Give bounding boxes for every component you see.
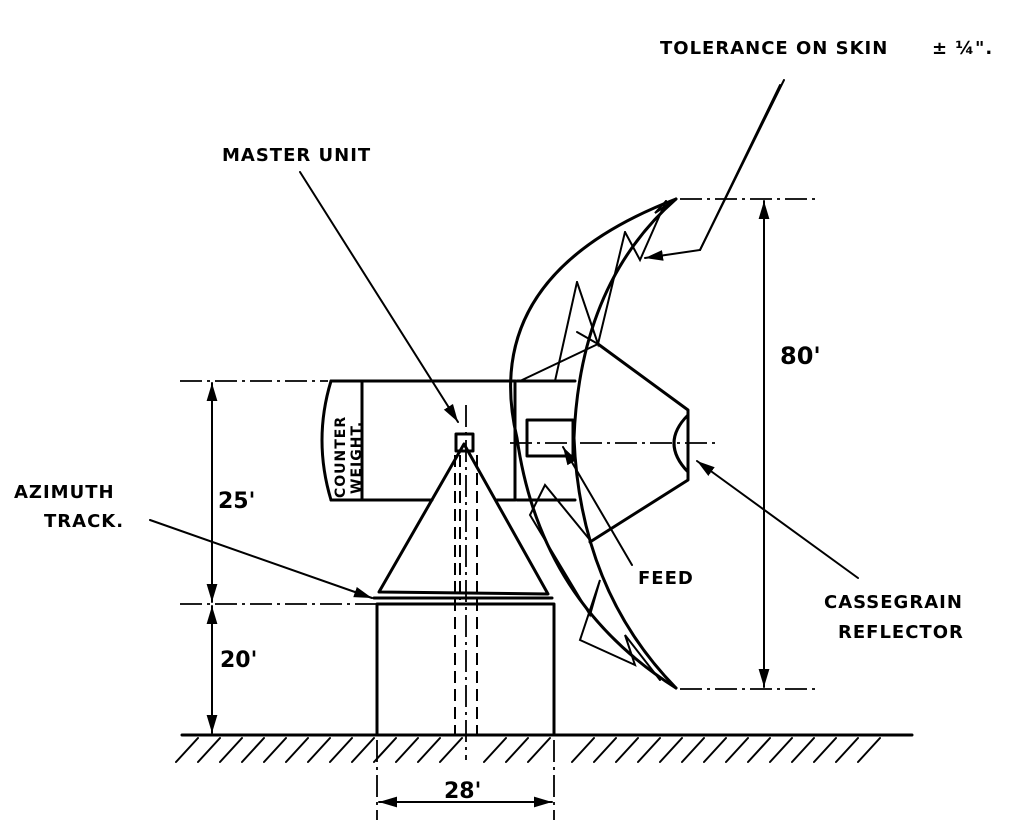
- weight-label: WEIGHT.: [349, 421, 365, 494]
- dimension-lines: [180, 198, 820, 820]
- azimuth-label-line2: TRACK.: [44, 511, 124, 532]
- central-shaft: [454, 405, 478, 760]
- cassegrain-label-line1: CASSEGRAIN: [824, 592, 963, 613]
- dish-diameter-dim: 80': [780, 342, 821, 370]
- master-unit: [454, 432, 475, 453]
- cassegrain-label-line2: REFLECTOR: [838, 622, 964, 643]
- counter-label: COUNTER: [333, 416, 349, 498]
- feed-box: [525, 418, 575, 458]
- counterweight-arm: [320, 379, 517, 502]
- tolerance-label: TOLERANCE ON SKIN: [660, 38, 888, 59]
- azimuth-label-line1: AZIMUTH: [14, 482, 115, 503]
- tolerance-value: ± ¼".: [932, 38, 993, 59]
- base-width-dim: 28': [444, 779, 481, 804]
- dish-reflector: [509, 197, 715, 690]
- feed-label: FEED: [638, 568, 694, 589]
- master-unit-label: MASTER UNIT: [222, 145, 371, 166]
- leader-lines: [149, 79, 859, 599]
- ground: [175, 733, 914, 763]
- lower-height-dim: 20': [220, 648, 257, 673]
- upper-height-dim: 25': [218, 489, 255, 514]
- pedestal-triangle: [377, 442, 550, 596]
